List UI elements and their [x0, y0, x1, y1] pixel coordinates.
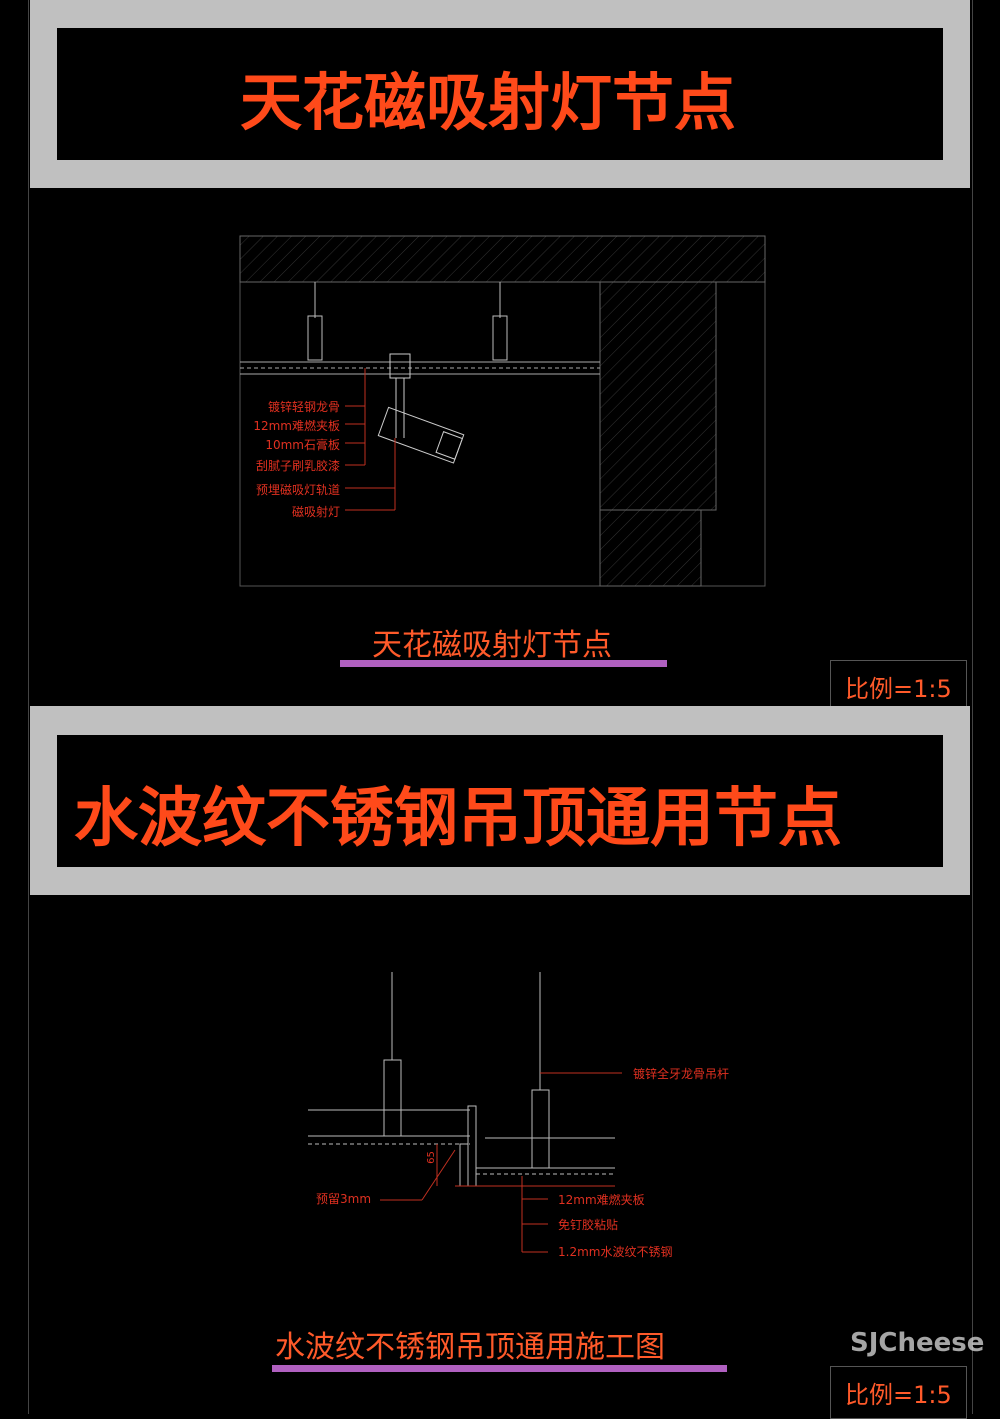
banner-1: 天花磁吸射灯节点 — [57, 28, 943, 160]
drawing-sheet — [28, 0, 973, 1414]
concrete-slab — [239, 235, 766, 283]
label-spotlight: 磁吸射灯 — [291, 505, 340, 519]
label-track: 预埋磁吸灯轨道 — [255, 483, 340, 497]
label-gypsum-board: 10mm石膏板 — [265, 438, 340, 452]
label-galvanized-keel: 镀锌轻钢龙骨 — [267, 400, 340, 414]
caption-underline-2 — [272, 1365, 727, 1372]
caption-1: 天花磁吸射灯节点 — [372, 628, 612, 663]
caption-2: 水波纹不锈钢吊顶通用施工图 — [275, 1330, 665, 1365]
label-paint: 刮腻子刷乳胶漆 — [255, 459, 340, 473]
hanger-rods — [307, 282, 508, 361]
watermark: SJCheese — [850, 1328, 985, 1358]
ceiling-layers — [240, 361, 600, 375]
ceiling-light-detail-drawing — [239, 235, 766, 587]
label-hanger-rod: 镀锌全牙龙骨吊杆 — [633, 1067, 730, 1081]
label-glue: 免钉胶粘贴 — [558, 1218, 619, 1232]
label-stainless-steel: 1.2mm水波纹不锈钢 — [558, 1245, 673, 1259]
dimension-65: 65 — [425, 1151, 437, 1164]
scale-2: 比例=1:5 — [830, 1366, 967, 1419]
concrete-beam — [599, 281, 717, 511]
banner-title-1: 天花磁吸射灯节点 — [240, 66, 737, 139]
label-plywood-2: 12mm难燃夹板 — [558, 1193, 645, 1207]
banner-title-2: 水波纹不锈钢吊顶通用节点 — [74, 782, 842, 856]
stainless-ceiling-detail-drawing — [308, 972, 622, 1253]
leader-lines — [345, 368, 396, 511]
magnetic-spotlight — [377, 353, 465, 464]
caption-underline-1 — [340, 660, 667, 667]
banner-2: 水波纹不锈钢吊顶通用节点 — [57, 735, 943, 867]
label-gap: 预留3mm — [316, 1192, 372, 1206]
label-plywood: 12mm难燃夹板 — [253, 419, 340, 433]
